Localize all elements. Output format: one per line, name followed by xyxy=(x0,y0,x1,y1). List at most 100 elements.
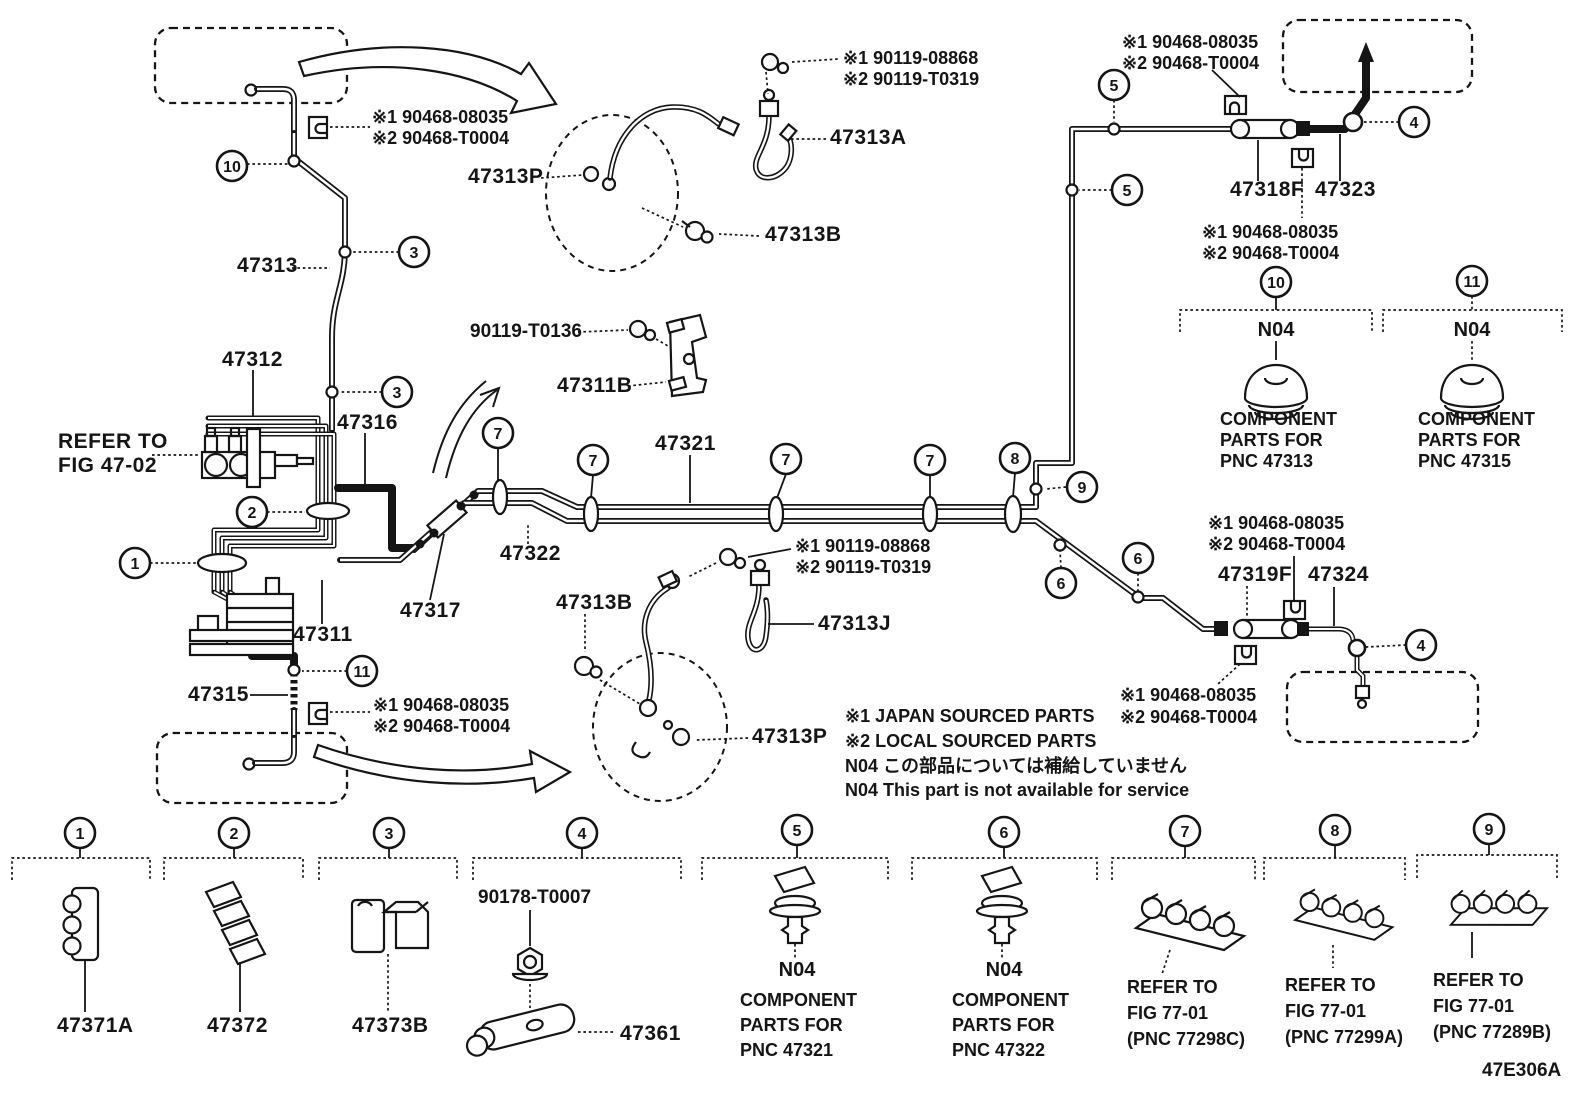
label-90468-5[interactable]: ※1 90468-08035 xyxy=(1122,32,1258,52)
svg-text:3: 3 xyxy=(410,245,419,262)
label-90468-12[interactable]: ※2 90468-T0004 xyxy=(1120,707,1257,727)
leader-lines xyxy=(152,58,1341,741)
bottom-group-6: 6 N04 COMPONENT PARTS FOR PNC 47322 xyxy=(911,815,1098,1060)
label-90178-T0007[interactable]: 90178-T0007 xyxy=(478,887,591,908)
callout-11[interactable]: 11 xyxy=(345,654,379,688)
label-47311B[interactable]: 47311B xyxy=(557,374,632,397)
badge-4[interactable]: 4 xyxy=(565,816,599,850)
label-47322[interactable]: 47322 xyxy=(500,542,561,565)
callout-7a[interactable]: 7 xyxy=(481,416,515,450)
badge-6[interactable]: 6 xyxy=(987,815,1021,849)
label-90119-1[interactable]: ※1 90119-08868 xyxy=(843,48,978,68)
badge-5[interactable]: 5 xyxy=(780,813,814,847)
callout-2[interactable]: 2 xyxy=(235,495,269,529)
badge-8[interactable]: 8 xyxy=(1318,813,1352,847)
label-90468-9[interactable]: ※1 90468-08035 xyxy=(1208,513,1344,533)
callout-4b[interactable]: 4 xyxy=(1404,628,1438,662)
label-90468-7[interactable]: ※1 90468-08035 xyxy=(1202,222,1338,242)
svg-text:3: 3 xyxy=(393,385,402,402)
legend-block: ※1 JAPAN SOURCED PARTS ※2 LOCAL SOURCED … xyxy=(845,706,1189,800)
label-47323[interactable]: 47323 xyxy=(1315,178,1376,201)
label-47361[interactable]: 47361 xyxy=(620,1022,681,1045)
label-47371A[interactable]: 47371A xyxy=(57,1014,134,1037)
g5-line2: PARTS FOR xyxy=(740,1015,843,1035)
callout-8[interactable]: 8 xyxy=(998,441,1032,475)
label-47372[interactable]: 47372 xyxy=(207,1014,268,1037)
label-47313P-1[interactable]: 47313P xyxy=(468,165,543,188)
svg-text:5: 5 xyxy=(793,823,802,840)
label-90468-8[interactable]: ※2 90468-T0004 xyxy=(1202,243,1339,263)
bottom-group-4: 4 90178-T0007 47361 xyxy=(465,816,682,1057)
label-47317[interactable]: 47317 xyxy=(400,599,461,622)
callout-3[interactable]: 3 xyxy=(397,235,431,269)
clip-47372-icon xyxy=(204,880,267,966)
callout-10[interactable]: 10 xyxy=(215,149,249,183)
part-labels: ※1 90468-08035 ※2 90468-T0004 47313 4731… xyxy=(58,32,1376,748)
svg-text:7: 7 xyxy=(782,452,791,469)
bottom-row: 1 47371A 2 47372 3 47373B xyxy=(11,812,1558,1060)
svg-text:9: 9 xyxy=(1078,480,1087,497)
bracket-47361-icon xyxy=(465,1003,576,1057)
label-47315[interactable]: 47315 xyxy=(188,683,249,706)
label-90468-1[interactable]: ※1 90468-08035 xyxy=(372,107,508,127)
callout-4a[interactable]: 4 xyxy=(1397,105,1431,139)
callout-9[interactable]: 9 xyxy=(1065,470,1099,504)
label-90468-3[interactable]: ※1 90468-08035 xyxy=(373,695,509,715)
label-90468-2[interactable]: ※2 90468-T0004 xyxy=(372,128,509,148)
legend-line2: ※2 LOCAL SOURCED PARTS xyxy=(845,731,1096,751)
label-90119-2[interactable]: ※2 90119-T0319 xyxy=(843,69,979,89)
badge-7[interactable]: 7 xyxy=(1168,814,1202,848)
legend-line3: N04 この部品については補給していません xyxy=(845,755,1187,776)
label-47313B-1[interactable]: 47313B xyxy=(765,223,842,246)
callout-3b[interactable]: 3 xyxy=(380,375,414,409)
label-47312[interactable]: 47312 xyxy=(222,348,283,371)
badge-9[interactable]: 9 xyxy=(1472,812,1506,846)
label-47313A[interactable]: 47313A xyxy=(830,126,907,149)
callout-6b[interactable]: 6 xyxy=(1121,541,1155,575)
label-47373B[interactable]: 47373B xyxy=(352,1014,429,1037)
clip-47373B-icon xyxy=(350,898,430,954)
g10-line2: PARTS FOR xyxy=(1220,430,1323,450)
svg-text:4: 4 xyxy=(1417,638,1426,655)
label-90468-6[interactable]: ※2 90468-T0004 xyxy=(1122,53,1259,73)
label-90468-4[interactable]: ※2 90468-T0004 xyxy=(373,716,510,736)
label-47321[interactable]: 47321 xyxy=(655,432,716,455)
label-90119-4[interactable]: ※2 90119-T0319 xyxy=(795,557,931,577)
g6-line1: COMPONENT xyxy=(952,990,1069,1010)
callout-6a[interactable]: 6 xyxy=(1044,566,1078,600)
label-90119-T0136[interactable]: 90119-T0136 xyxy=(470,321,582,342)
g6-tag: N04 xyxy=(986,959,1024,981)
label-47311[interactable]: 47311 xyxy=(293,623,353,646)
callout-7b[interactable]: 7 xyxy=(576,443,610,477)
label-47319F[interactable]: 47319F xyxy=(1218,563,1292,586)
label-47324[interactable]: 47324 xyxy=(1308,563,1369,586)
label-47313B-2[interactable]: 47313B xyxy=(556,591,633,614)
label-47313[interactable]: 47313 xyxy=(237,254,298,277)
g5-tag: N04 xyxy=(779,959,817,981)
g11-line1: COMPONENT xyxy=(1418,409,1535,429)
bottom-group-8: 8 REFER TO FIG 77-01 (PNC 77299A) xyxy=(1263,813,1406,1047)
label-90119-3[interactable]: ※1 90119-08868 xyxy=(795,536,930,556)
callout-group-10[interactable]: 10 xyxy=(1259,265,1293,299)
callout-5a[interactable]: 5 xyxy=(1097,68,1131,102)
label-47318F[interactable]: 47318F xyxy=(1230,178,1304,201)
label-47313J[interactable]: 47313J xyxy=(818,612,891,635)
master-cylinder xyxy=(200,426,315,489)
coupling-47318F xyxy=(1229,111,1364,140)
label-47313P-2[interactable]: 47313P xyxy=(752,725,827,748)
label-90468-11[interactable]: ※1 90468-08035 xyxy=(1120,685,1256,705)
label-47316[interactable]: 47316 xyxy=(337,411,398,434)
front-hose-assembly xyxy=(545,52,798,272)
bottom-group-3: 3 47373B xyxy=(318,816,458,1037)
callout-group-11[interactable]: 11 xyxy=(1455,264,1489,298)
svg-text:7: 7 xyxy=(926,453,935,470)
bracket-47311B xyxy=(628,313,708,398)
badge-2[interactable]: 2 xyxy=(217,816,251,850)
callout-1[interactable]: 1 xyxy=(118,546,152,580)
label-90468-10[interactable]: ※2 90468-T0004 xyxy=(1208,534,1345,554)
callout-7c[interactable]: 7 xyxy=(769,442,803,476)
callout-5b[interactable]: 5 xyxy=(1110,173,1144,207)
badge-1[interactable]: 1 xyxy=(63,816,97,850)
callout-7d[interactable]: 7 xyxy=(913,443,947,477)
badge-3[interactable]: 3 xyxy=(372,816,406,850)
